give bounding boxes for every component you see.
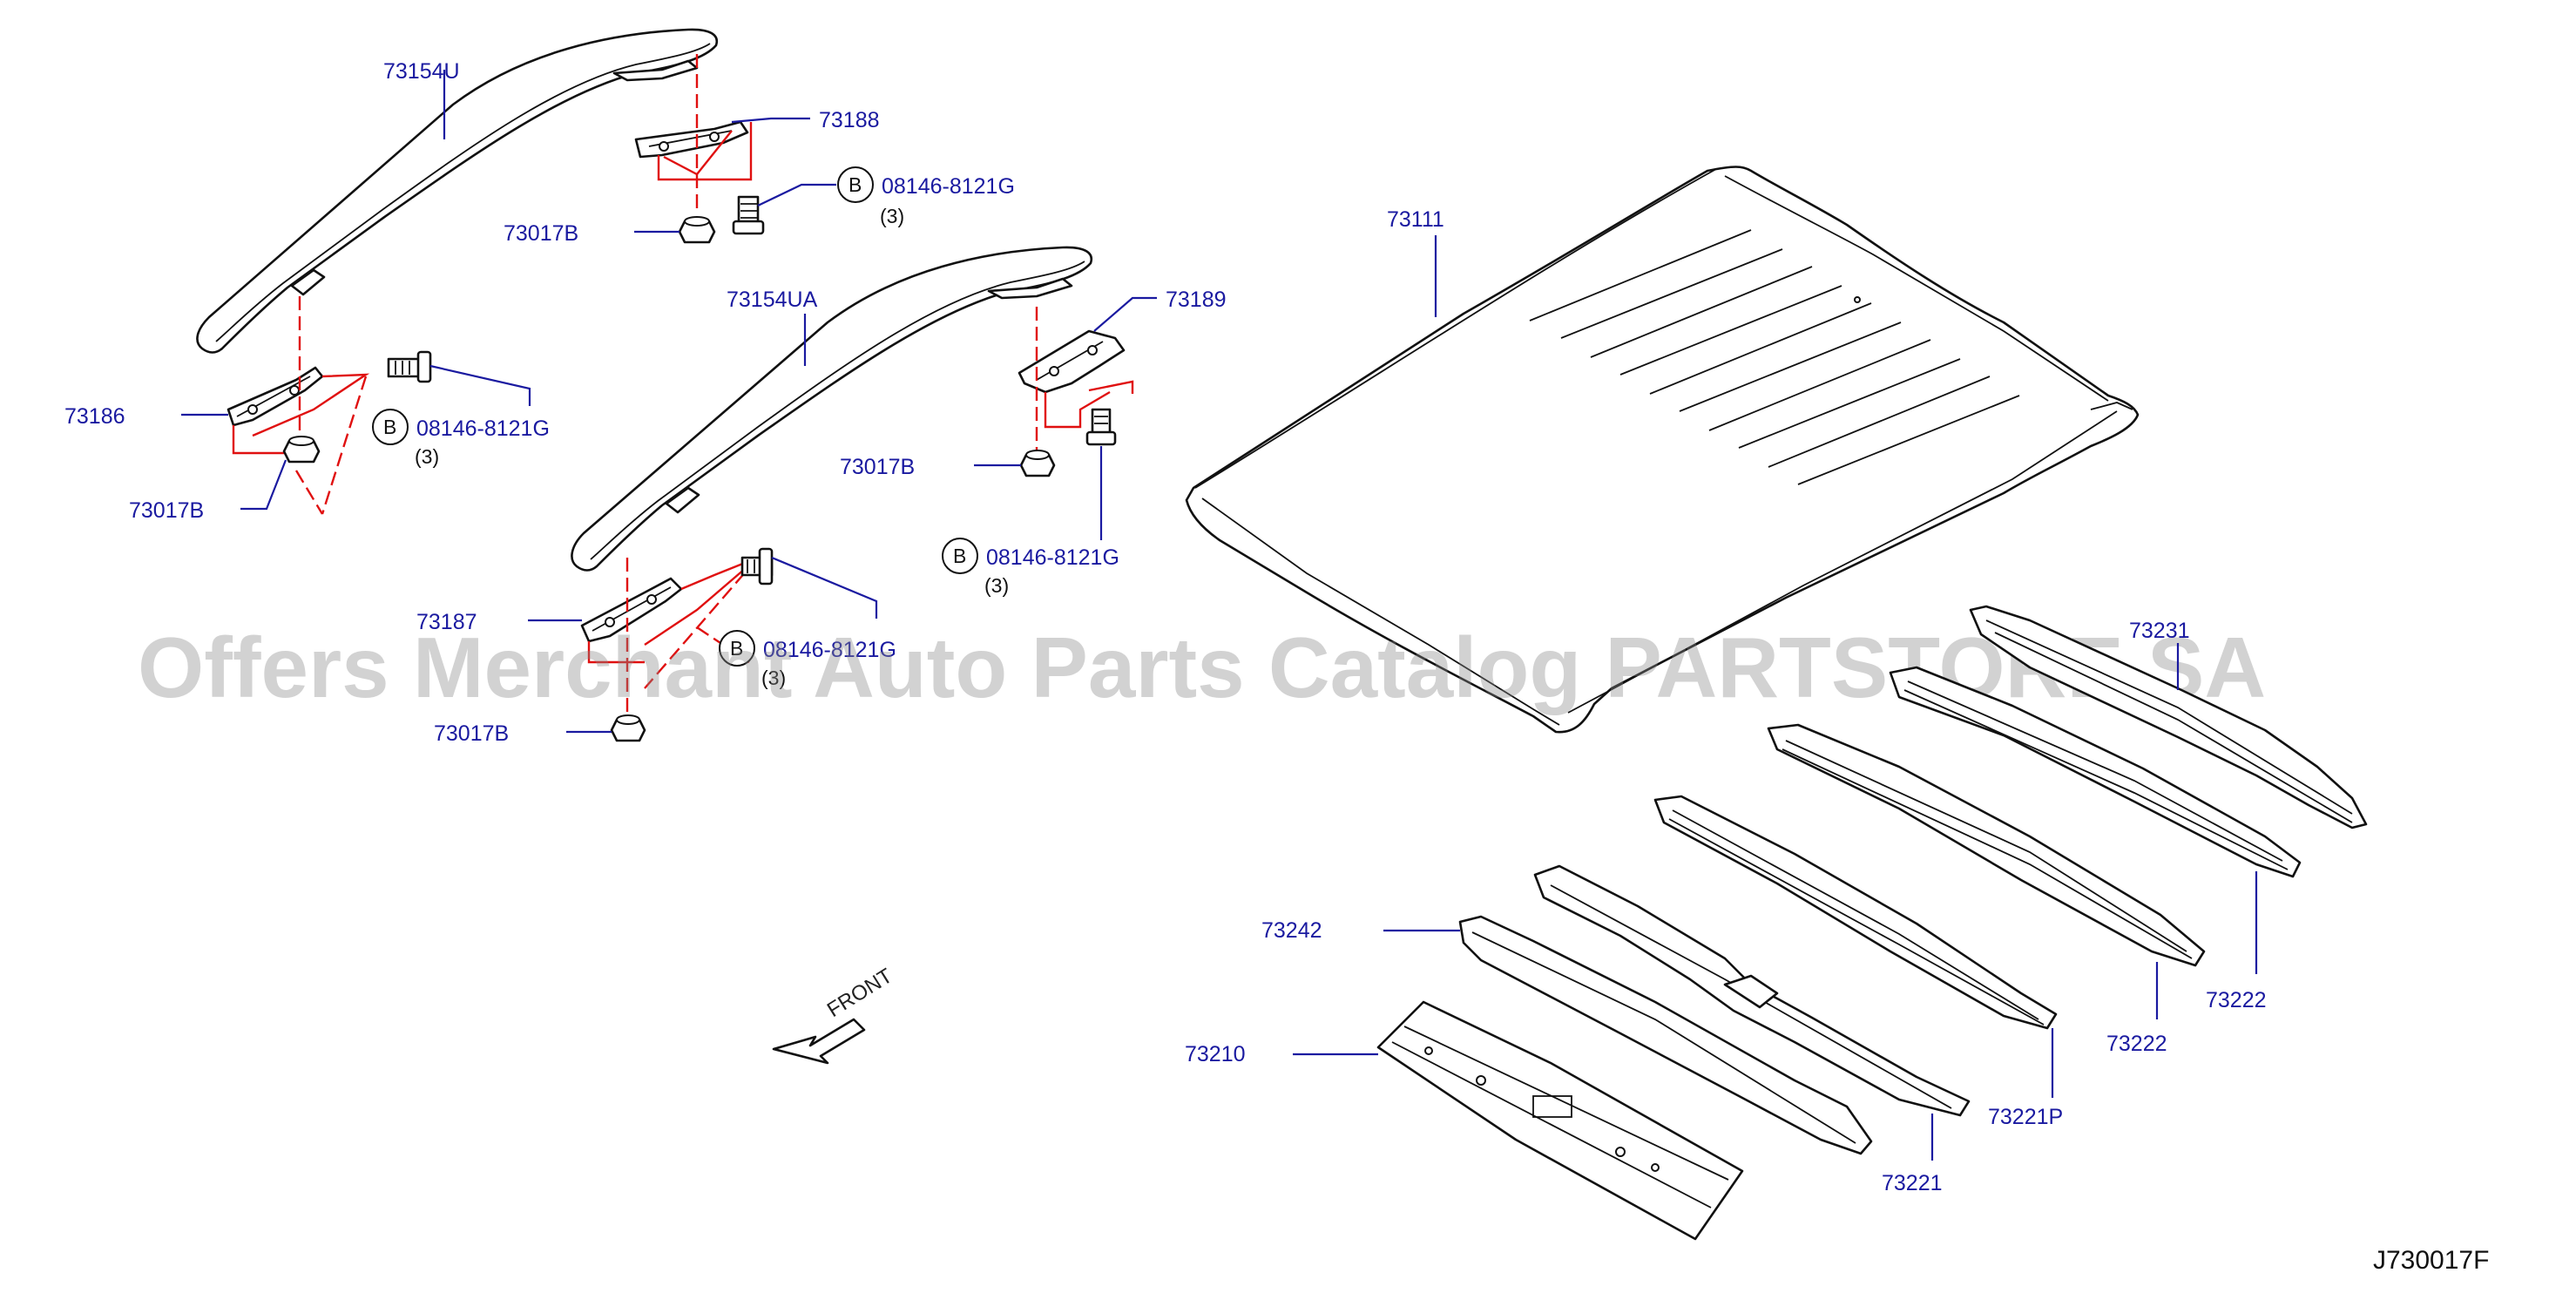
b-circle-icon [942,538,978,574]
label-73222-a: 73222 [2206,871,2267,1012]
label-nut-left: 73017B [129,459,287,523]
bolt-left-code: 08146-8121G [416,416,550,441]
label-73111: 73111 [1387,207,1444,317]
label-73154ua: 73154UA [727,288,818,366]
label-nut-left-text: 73017B [129,498,204,523]
label-73222-a-text: 73222 [2206,988,2267,1012]
bracket-73189[interactable] [1018,329,1126,394]
bracket-73187[interactable] [580,577,683,643]
nut-top[interactable] [678,216,716,244]
b-circle-icon [837,166,874,203]
label-73221p-text: 73221P [1988,1105,2063,1129]
label-nut-top: 73017B [504,221,679,246]
bolt-left-qty: (3) [415,445,439,468]
label-73111-text: 73111 [1387,207,1444,232]
label-nut-mid-text: 73017B [434,721,509,746]
bolt-mid-qty: (3) [761,667,786,689]
bolt-right-qty: (3) [984,574,1009,597]
bolt-right-code: 08146-8121G [986,545,1119,570]
red-dash-73189 [1035,307,1134,453]
label-73154u-text: 73154U [383,59,460,84]
bolt-top-letter: B [849,173,862,196]
label-73154u: 73154U [383,59,460,139]
bolt-mid-code: 08146-8121G [763,638,896,662]
label-73231-text: 73231 [2129,619,2190,643]
red-dash-73188 [657,54,753,209]
front-arrow-icon [772,1018,866,1065]
label-73242-text: 73242 [1261,918,1322,943]
bolt-right[interactable] [1085,408,1117,446]
label-bolt-mid: B 08146-8121G (3) [719,556,896,689]
roof-rail-73210[interactable] [1376,1000,1744,1241]
label-73187-text: 73187 [416,610,477,634]
roof-bow-73222-a[interactable] [1889,666,2302,878]
label-73242: 73242 [1261,918,1460,943]
label-73187: 73187 [416,610,582,634]
bolt-mid-letter: B [730,637,743,660]
label-73221-text: 73221 [1882,1171,1943,1195]
roof-panel-ribs [1529,229,2020,485]
roof-bow-73221p[interactable] [1653,795,2058,1030]
label-73231: 73231 [2129,619,2190,690]
label-nut-top-text: 73017B [504,221,578,246]
label-bolt-left: B 08146-8121G (3) [372,364,550,468]
bolt-right-letter: B [953,545,966,567]
label-nut-right: 73017B [840,455,1021,479]
label-nut-right-text: 73017B [840,455,915,479]
bolt-top-qty: (3) [880,205,904,227]
label-bolt-top: B 08146-8121G (3) [757,166,1015,227]
label-73222-b-text: 73222 [2106,1032,2167,1056]
nut-mid[interactable] [610,714,646,742]
roof-panel-73111[interactable] [1185,166,2140,734]
front-label: FRONT [823,964,897,1022]
roof-rail-73154u[interactable] [196,28,719,354]
label-73188-text: 73188 [819,108,880,132]
roof-rail-73242[interactable] [1458,915,1873,1155]
label-73222-b: 73222 [2106,962,2167,1056]
b-circle-icon [372,409,409,445]
label-73188: 73188 [731,108,880,132]
label-73221p: 73221P [1988,1028,2063,1129]
diagram-code: J730017F [2373,1246,2489,1275]
bolt-mid[interactable] [740,547,774,586]
bracket-73186[interactable] [226,366,324,427]
label-73210: 73210 [1185,1042,1378,1066]
label-73189-text: 73189 [1166,288,1227,312]
label-bolt-right: B 08146-8121G (3) [942,446,1119,597]
nut-right[interactable] [1019,450,1056,477]
roof-bow-73221[interactable] [1533,864,1971,1117]
label-73221: 73221 [1882,1114,1943,1195]
label-nut-mid: 73017B [434,721,612,746]
bolt-top[interactable] [732,195,765,235]
label-73154ua-text: 73154UA [727,288,818,312]
roof-bow-73222-b[interactable] [1767,723,2206,967]
label-73189: 73189 [1093,288,1227,332]
bolt-top-code: 08146-8121G [882,174,1015,199]
bolt-left-letter: B [383,416,396,438]
roof-rail-73154ua[interactable] [571,246,1093,572]
label-73186: 73186 [64,404,228,429]
bolt-left[interactable] [387,350,432,383]
red-dash-73186 [232,296,370,515]
label-73210-text: 73210 [1185,1042,1246,1066]
bracket-73188[interactable] [634,120,749,159]
nut-left[interactable] [282,436,321,464]
b-circle-icon [719,630,755,667]
label-73186-text: 73186 [64,404,125,429]
roof-bow-73231[interactable] [1969,605,2368,829]
